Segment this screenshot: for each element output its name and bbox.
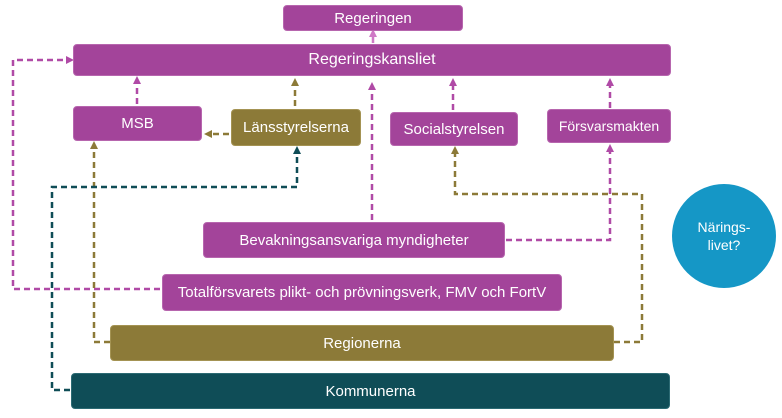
socialstyrelsen-box: Socialstyrelsen xyxy=(390,112,518,146)
lansstyrelserna-box: Länsstyrelserna xyxy=(231,109,361,146)
forsvarsmakten-box: Försvarsmakten xyxy=(547,109,671,143)
msb-box: MSB xyxy=(73,106,202,141)
kommunerna-box: Kommunerna xyxy=(71,373,670,409)
regeringen-box: Regeringen xyxy=(283,5,463,31)
forsvarsmakten-label: Försvarsmakten xyxy=(558,118,660,134)
msb-label: MSB xyxy=(121,115,154,132)
naringslivet-line2: livet? xyxy=(707,237,741,253)
totalforsvarets-box: Totalförsvarets plikt- och prövningsverk… xyxy=(162,274,562,311)
arrow-regionerna-to-socialstyrelsen xyxy=(451,146,644,344)
naringslivet-circle: Närings- livet? xyxy=(672,184,776,288)
regeringskansliet-box: Regeringskansliet xyxy=(73,44,671,76)
socialstyrelsen-label: Socialstyrelsen xyxy=(403,120,505,138)
bevakningsansvariga-box: Bevakningsansvariga myndigheter xyxy=(203,222,505,258)
arrow-totalforsvarets-to-kansliet xyxy=(11,56,160,291)
regeringen-label: Regeringen xyxy=(334,9,412,27)
naringslivet-line1: Närings- xyxy=(697,219,751,235)
lansstyrelserna-label: Länsstyrelserna xyxy=(243,119,349,136)
arrow-kommunerna-to-lansstyrelserna xyxy=(50,146,301,392)
bevakningsansvariga-label: Bevakningsansvariga myndigheter xyxy=(239,231,469,249)
totalforsvarets-label: Totalförsvarets plikt- och prövningsverk… xyxy=(177,284,547,301)
regionerna-box: Regionerna xyxy=(110,325,614,361)
arrow-bevakning-to-forsvarsmakten xyxy=(506,144,614,242)
arrow-regionerna-to-msb xyxy=(90,141,110,344)
regionerna-label: Regionerna xyxy=(323,334,401,352)
regeringskansliet-label: Regeringskansliet xyxy=(308,51,436,68)
kommunerna-label: Kommunerna xyxy=(325,382,416,400)
